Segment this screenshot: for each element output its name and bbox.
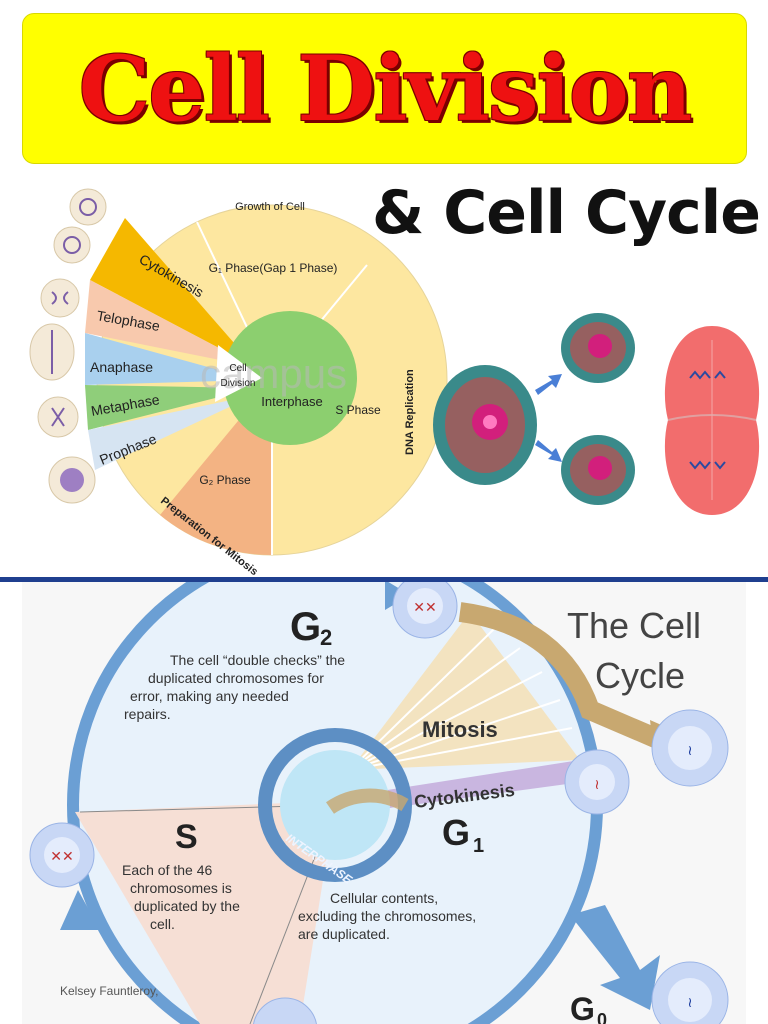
g2-desc-line1: The cell “double checks” the: [170, 652, 345, 668]
cell-cycle-phase-wheel: campus Growth of Cell G₁ Phase(Gap 1 Pha…: [29, 188, 760, 575]
ring-cell-bottom: [253, 997, 317, 1024]
cell-image-2: [53, 226, 91, 264]
exit-cell: ≀: [651, 709, 729, 787]
g0-arrow: [570, 905, 660, 1010]
interphase-label: Interphase: [261, 394, 322, 409]
g1-letter: G: [442, 812, 470, 853]
parent-cell-image: [433, 365, 537, 485]
g0-cell: ≀: [651, 961, 729, 1024]
ring-arrow-left: [60, 890, 100, 930]
cell-image-1: [69, 188, 107, 226]
g1-subscript: 1: [473, 835, 484, 857]
cytokinesis-wedge: [90, 218, 255, 367]
g0-letter: G: [570, 991, 595, 1024]
s-phase-label: S Phase: [335, 403, 381, 417]
s-desc-line2: chromosomes is: [130, 880, 232, 896]
g2-phase-label: G₂ Phase: [199, 473, 251, 487]
s-desc-line1: Each of the 46: [122, 862, 213, 878]
cell-label: Cell: [229, 363, 246, 374]
credit-text: Kelsey Fauntleroy,: [60, 984, 159, 998]
cell-cycle-title-line1: The Cell: [567, 605, 701, 646]
svg-text:≀: ≀: [687, 742, 692, 758]
anaphase-label: Anaphase: [90, 359, 153, 375]
s-desc-line3: duplicated by the: [134, 898, 240, 914]
page-title: Cell Division: [78, 35, 693, 142]
g0-subscript: 0: [597, 1010, 607, 1024]
svg-text:≀: ≀: [594, 776, 599, 792]
mitosis-fan-sector: [350, 612, 580, 770]
anaphase-wedge: [85, 333, 255, 385]
g2-letter: G: [290, 605, 321, 649]
cell-image-3: [40, 278, 80, 318]
daughter-cell-top-image: [561, 313, 635, 383]
s-phase-sector: [75, 802, 335, 1024]
mitosis-fan: [85, 218, 255, 470]
g1-desc-line2: excluding the chromosomes,: [298, 908, 476, 924]
svg-text:≀: ≀: [687, 994, 692, 1010]
prophase-wedge: [88, 395, 255, 470]
division-label: Division: [220, 378, 255, 389]
dna-replication-label: DNA Replication: [404, 369, 416, 455]
g1-desc-line3: are duplicated.: [298, 926, 390, 942]
watermark-text: campus: [200, 350, 347, 397]
growth-of-cell-label: Growth of Cell: [235, 201, 305, 213]
svg-text:✕✕: ✕✕: [50, 848, 73, 864]
ring-cell-left: ✕✕: [29, 822, 95, 888]
mitosis-label: Mitosis: [422, 717, 498, 742]
mitosis-exit-arrow: [458, 602, 664, 750]
g2-desc-line4: repairs.: [124, 706, 171, 722]
s-letter: S: [175, 818, 198, 856]
cell-cycle-title-line2: Cycle: [595, 655, 685, 696]
ring-cell-right: ≀: [564, 749, 630, 815]
daughter-cell-bottom-image: [561, 435, 635, 505]
g2-subscript: 2: [320, 625, 332, 650]
dividing-cell-image: [664, 326, 760, 515]
cell-division-white-wedge: [215, 345, 262, 402]
g1-desc-line1: Cellular contents,: [330, 890, 438, 906]
cell-cycle-diagram-panel: ✕✕ ✕✕ ≀ ≀ ≀ The Cell Cycle G 2 The cell …: [22, 582, 746, 1024]
mitosis-cell-images: [29, 188, 107, 504]
title-banner: Cell Division: [22, 13, 747, 164]
section-divider: [0, 577, 768, 582]
telophase-wedge: [85, 280, 255, 367]
g2-desc-line2: duplicated chromosomes for: [148, 670, 324, 686]
division-arrows: [535, 374, 562, 462]
ring-cell-top: ✕✕: [392, 582, 458, 639]
page-subtitle: & Cell Cycle: [372, 178, 761, 248]
metaphase-wedge: [85, 385, 255, 430]
g2-desc-line3: error, making any needed: [130, 688, 289, 704]
s-desc-line4: cell.: [150, 916, 175, 932]
interphase-circle: [223, 311, 357, 445]
svg-text:✕✕: ✕✕: [413, 599, 436, 615]
cell-cycle-cycle-diagram: ✕✕ ✕✕ ≀ ≀ ≀ The Cell Cycle G 2 The cell …: [22, 582, 746, 1024]
g1-phase-label: G₁ Phase(Gap 1 Phase): [209, 261, 338, 275]
